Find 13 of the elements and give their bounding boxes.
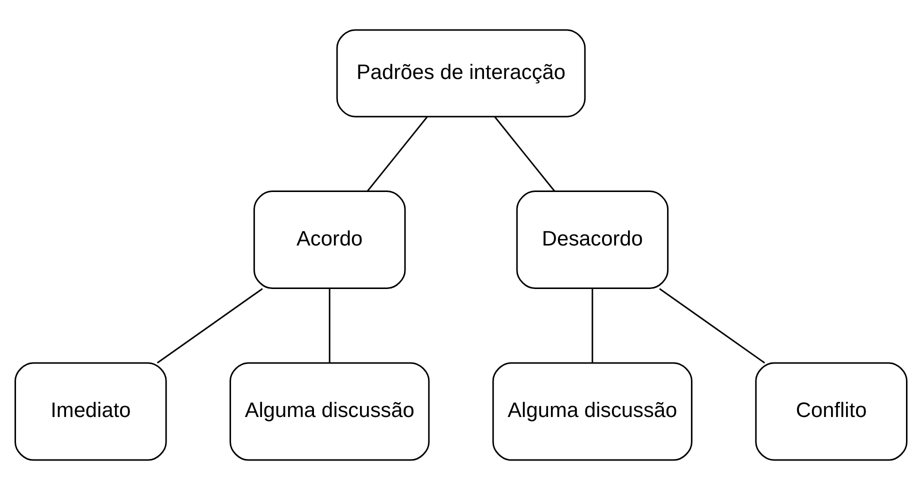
connector	[328, 288, 330, 362]
connector	[494, 116, 555, 192]
node-box: Desacordo	[516, 190, 668, 289]
connector	[658, 288, 765, 364]
connector	[156, 288, 262, 364]
node-box: Padrões de interacção	[336, 28, 586, 117]
connector	[591, 288, 593, 362]
node-box: Alguma discussão	[492, 362, 692, 460]
node-box: Acordo	[252, 190, 406, 289]
node-box: Imediato	[14, 362, 166, 460]
node-box: Alguma discussão	[229, 362, 430, 460]
node-box: Conflito	[754, 362, 907, 460]
connector	[366, 116, 428, 192]
